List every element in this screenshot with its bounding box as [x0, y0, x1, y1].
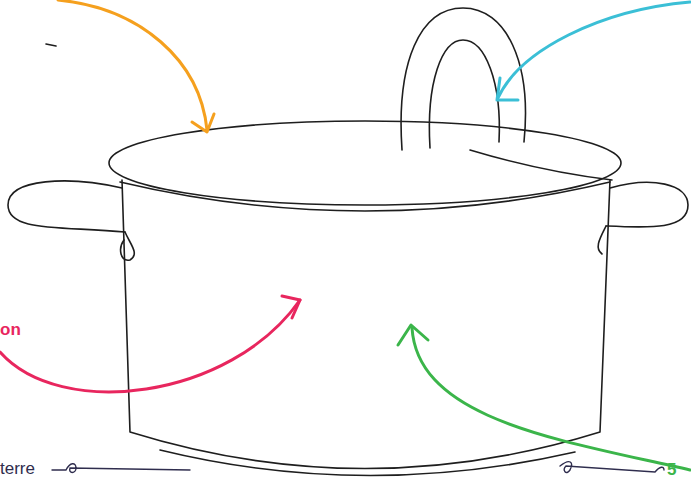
leader-line — [52, 464, 190, 473]
pot-base — [160, 450, 575, 476]
callout-label: terre — [0, 459, 35, 479]
lid — [109, 121, 621, 205]
arrow-head — [497, 78, 518, 100]
callout-label: 5 — [667, 460, 676, 480]
left-handle — [8, 181, 125, 232]
leader-line — [560, 462, 664, 473]
right-handle — [606, 182, 688, 227]
right-handle-tail — [598, 226, 606, 254]
callout-arrow — [412, 328, 690, 470]
pot-rim — [120, 182, 610, 211]
callout-arrow — [498, 2, 690, 98]
pot-body — [122, 180, 610, 469]
arrow-head — [192, 114, 214, 132]
callout-label: on — [0, 320, 21, 340]
lid-seam — [470, 150, 612, 180]
arrow-head — [282, 296, 300, 318]
lid-knob-inner — [429, 40, 499, 148]
cut-mark — [46, 44, 56, 46]
callout-arrow — [0, 300, 300, 392]
callout-arrow — [58, 0, 207, 130]
arrow-head — [398, 325, 428, 345]
left-handle-tail — [121, 232, 135, 260]
